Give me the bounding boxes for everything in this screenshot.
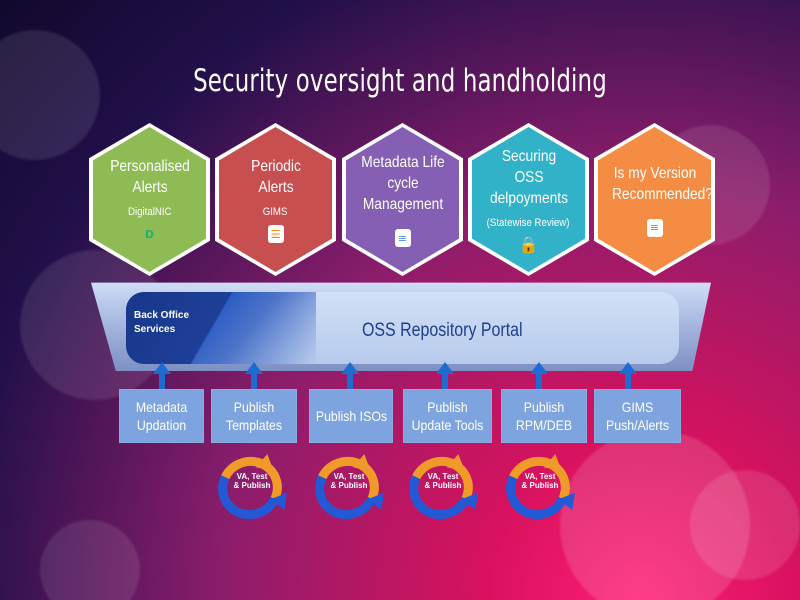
bottom-box-label: Metadata Updation (135, 399, 188, 433)
hexagon-title: Securing OSS delpoyments (489, 147, 568, 207)
hexagon-title: Metadata Life cycle Management (360, 154, 445, 213)
page-title: Security oversight and handholding (193, 63, 607, 99)
bottom-box-label: Publish ISOs (315, 408, 387, 424)
bottom-box-gims-push-alerts: GIMS Push/Alerts (594, 389, 681, 443)
server-icon: ≡ (394, 229, 411, 247)
cycle-icon: VA, Test & Publish (400, 447, 484, 529)
cycle-label: VA, Test & Publish (521, 472, 559, 490)
hexagon-version-recommended: Is my Version Recommended? ≡ (594, 123, 715, 276)
back-office-panel (126, 292, 316, 364)
bottom-box-metadata-updation: Metadata Updation (119, 389, 204, 443)
cycle-icon: VA, Test & Publish (209, 447, 293, 529)
bottom-box-label: GIMS Push/Alerts (605, 399, 670, 433)
hexagon-fill: Periodic Alerts GIMS ☰ (219, 127, 332, 272)
server-icon: ≡ (646, 218, 663, 237)
back-office-services-label: Back Office Services (134, 310, 190, 335)
portal-title: OSS Repository Portal (362, 320, 523, 341)
cycle-arrow-top (446, 452, 468, 471)
cycle-label: VA, Test & Publish (330, 472, 368, 490)
cycle-arrow-top (352, 452, 374, 471)
cycle-label: VA, Test & Publish (233, 472, 271, 490)
bottom-box-label: Publish RPM/DEB (515, 399, 573, 433)
hexagon-subtitle: (Statewise Review) (487, 216, 570, 229)
hexagon-fill: Metadata Life cycle Management ≡ (346, 127, 459, 272)
hexagon-subtitle: GIMS (263, 206, 288, 218)
up-arrow-icon (530, 362, 548, 390)
up-arrow-icon (619, 362, 637, 390)
oss-repository-portal: Back Office Services OSS Repository Port… (126, 292, 679, 364)
up-arrow-icon (341, 362, 359, 390)
hexagon-metadata-lifecycle: Metadata Life cycle Management ≡ (342, 123, 463, 276)
background-bokeh (690, 470, 800, 580)
hexagon-title: Periodic Alerts (250, 158, 301, 196)
background-bokeh (560, 430, 750, 600)
hexagon-fill: Is my Version Recommended? ≡ (598, 127, 711, 272)
up-arrow-icon (153, 362, 171, 390)
cycle-icon: VA, Test & Publish (497, 447, 581, 529)
digitalnic-icon: D (144, 227, 155, 241)
hexagon-fill: Securing OSS delpoyments (Statewise Revi… (472, 127, 585, 272)
cycle-arrow-top (543, 452, 565, 471)
bottom-box-publish-templates: Publish Templates (211, 389, 297, 443)
cycle-label: VA, Test & Publish (424, 472, 462, 490)
chat-icon: ☰ (267, 225, 284, 243)
background-bokeh (0, 30, 100, 160)
hexagon-personalised-alerts: Personalised Alerts DigitalNIC D (89, 123, 210, 276)
bottom-box-publish-rpm-deb: Publish RPM/DEB (501, 389, 587, 443)
up-arrow-icon (245, 362, 263, 390)
hexagon-fill: Personalised Alerts DigitalNIC D (93, 127, 206, 272)
bottom-box-label: Publish Templates (225, 399, 283, 433)
hexagon-subtitle: DigitalNIC (127, 206, 172, 218)
hexagon-title: Personalised Alerts (109, 158, 190, 196)
up-arrow-icon (436, 362, 454, 390)
background-bokeh (40, 520, 140, 600)
hexagon-title: Is my Version Recommended? (611, 164, 713, 203)
lock-icon: 🔒 (518, 235, 539, 254)
cycle-arrow-top (255, 452, 277, 471)
bottom-box-publish-isos: Publish ISOs (309, 389, 393, 443)
hexagon-periodic-alerts: Periodic Alerts GIMS ☰ (215, 123, 336, 276)
bottom-box-label: Publish Update Tools (411, 399, 484, 433)
hexagon-securing-oss: Securing OSS delpoyments (Statewise Revi… (468, 123, 589, 276)
bottom-box-publish-update-tools: Publish Update Tools (403, 389, 492, 443)
cycle-icon: VA, Test & Publish (306, 447, 390, 529)
